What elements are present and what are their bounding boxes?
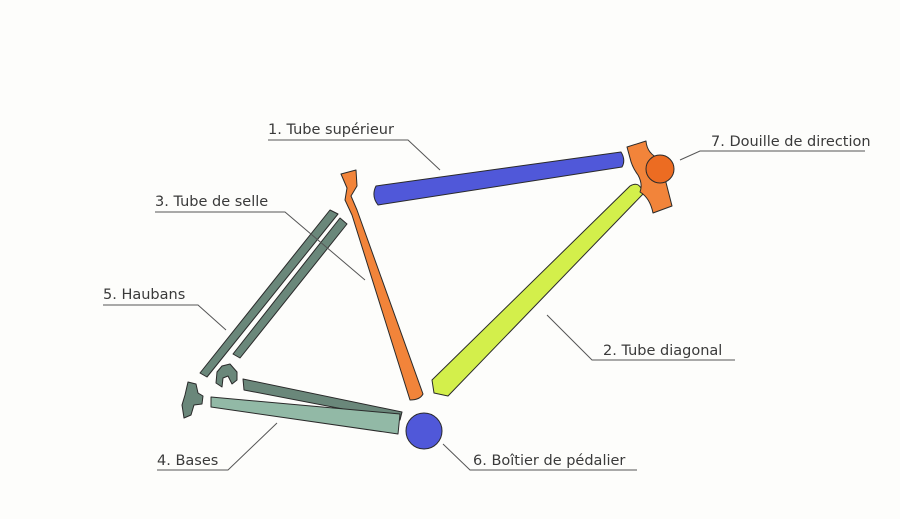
- leader-chainstays: [157, 422, 278, 471]
- seatstay-left: [199, 209, 339, 378]
- leader-down-tube: [546, 314, 735, 361]
- leader-seat-tube: [155, 211, 366, 281]
- chainstay-lower: [210, 396, 401, 435]
- leader-head-tube: [679, 150, 865, 161]
- label-down-tube: 2. Tube diagonal: [603, 343, 722, 359]
- down-tube: [431, 183, 644, 397]
- bottom-bracket: [405, 412, 443, 450]
- dropout-left: [181, 381, 204, 419]
- label-top-tube: 1. Tube supérieur: [268, 122, 394, 138]
- seat-tube: [340, 169, 424, 401]
- head-tube-bearing: [645, 154, 675, 184]
- dropout-right: [215, 363, 238, 388]
- leader-top-tube: [268, 139, 441, 171]
- leader-seatstays: [103, 304, 227, 331]
- label-chainstays: 4. Bases: [157, 453, 218, 469]
- seatstay-right: [232, 217, 348, 359]
- chainstays: [210, 378, 403, 435]
- seatstays: [199, 209, 348, 378]
- label-head-tube: 7. Douille de direction: [711, 134, 871, 150]
- label-seat-tube: 3. Tube de selle: [155, 194, 268, 210]
- chainstay-upper: [242, 378, 403, 421]
- label-seatstays: 5. Haubans: [103, 287, 185, 303]
- leader-bottom-bracket: [442, 443, 637, 471]
- label-bottom-bracket: 6. Boîtier de pédalier: [473, 453, 625, 469]
- top-tube: [373, 151, 625, 206]
